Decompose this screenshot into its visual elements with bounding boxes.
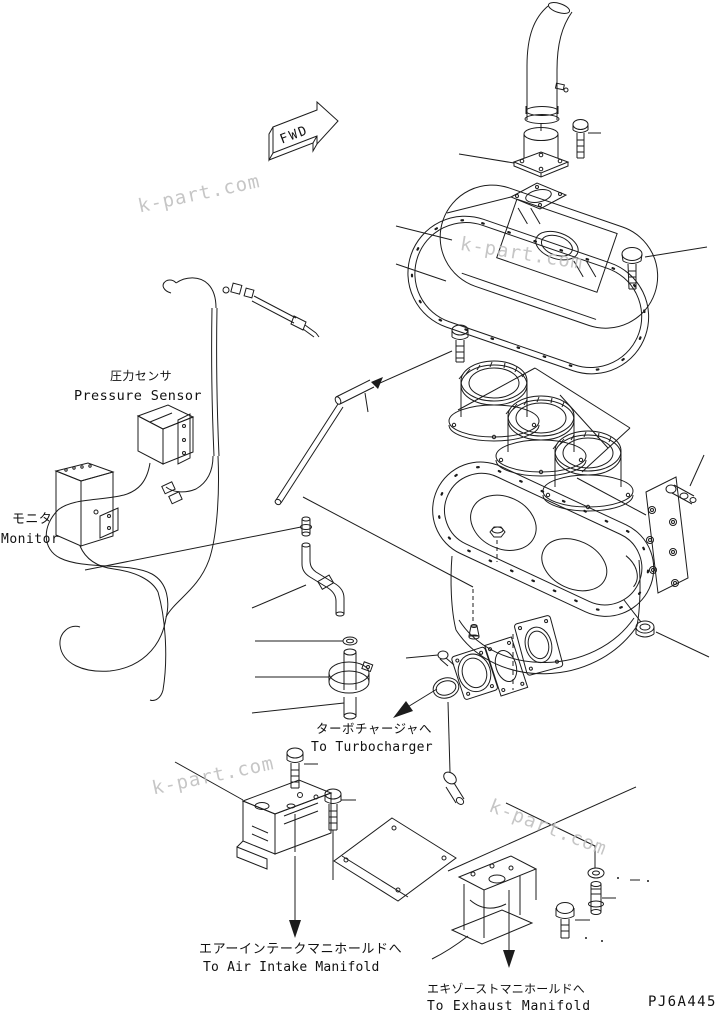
- air-tube-1: [448, 360, 540, 442]
- drawing-number: PJ6A445: [648, 994, 717, 1010]
- left-bracket: [174, 747, 356, 938]
- pressure-sensor-label-en: Pressure Sensor: [74, 388, 202, 404]
- to-exhaust-manifold-label-en: To Exhaust Manifold: [427, 999, 591, 1014]
- air-cleaner-body: [432, 461, 710, 690]
- wire-harness: [45, 277, 320, 701]
- air-tube-panel: [457, 367, 631, 473]
- fwd-arrow-label: FWD: [278, 123, 311, 148]
- fwd-arrow-icon: FWD: [268, 100, 339, 162]
- monitor-box: [54, 462, 119, 547]
- monitor-label-ja: モニタ: [12, 512, 53, 527]
- to-air-intake-manifold-label-ja: エアーインテークマニホールドへ: [199, 942, 403, 957]
- stack-bolt: [572, 119, 601, 159]
- tube-bolt: [334, 324, 469, 413]
- to-exhaust-manifold-label-ja: エキゾーストマニホールドへ: [427, 982, 586, 996]
- cover-plate: [333, 817, 457, 902]
- monitor-label-en: Monitor: [1, 532, 60, 547]
- muffler-leader-lines: [395, 225, 453, 282]
- pressure-sensor-label-ja: 圧力センサ: [110, 369, 173, 383]
- air-inlet-tubes: [448, 360, 634, 512]
- thin-pipe: [84, 403, 344, 571]
- muffler: [407, 184, 659, 375]
- to-turbocharger-label-ja: ターボチャージャへ: [316, 721, 433, 736]
- stack-connector-flange: [458, 127, 570, 178]
- stack-gasket: [446, 182, 568, 214]
- pressure-sensor-box: [136, 404, 195, 465]
- to-air-intake-manifold-label-en: To Air Intake Manifold: [203, 960, 380, 975]
- hose-and-clamp: [251, 636, 374, 720]
- to-turbocharger-label-en: To Turbocharger: [311, 740, 433, 755]
- turbo-outlet-parts: [302, 496, 529, 773]
- muffler-bolt: [621, 246, 708, 290]
- air-tube-2: [495, 395, 587, 477]
- diagonal-bolt: [443, 771, 465, 805]
- bent-pipe: [251, 542, 345, 617]
- side-plate: [576, 454, 705, 594]
- exhaust-stack: [524, 2, 573, 131]
- right-bracket: [431, 786, 649, 968]
